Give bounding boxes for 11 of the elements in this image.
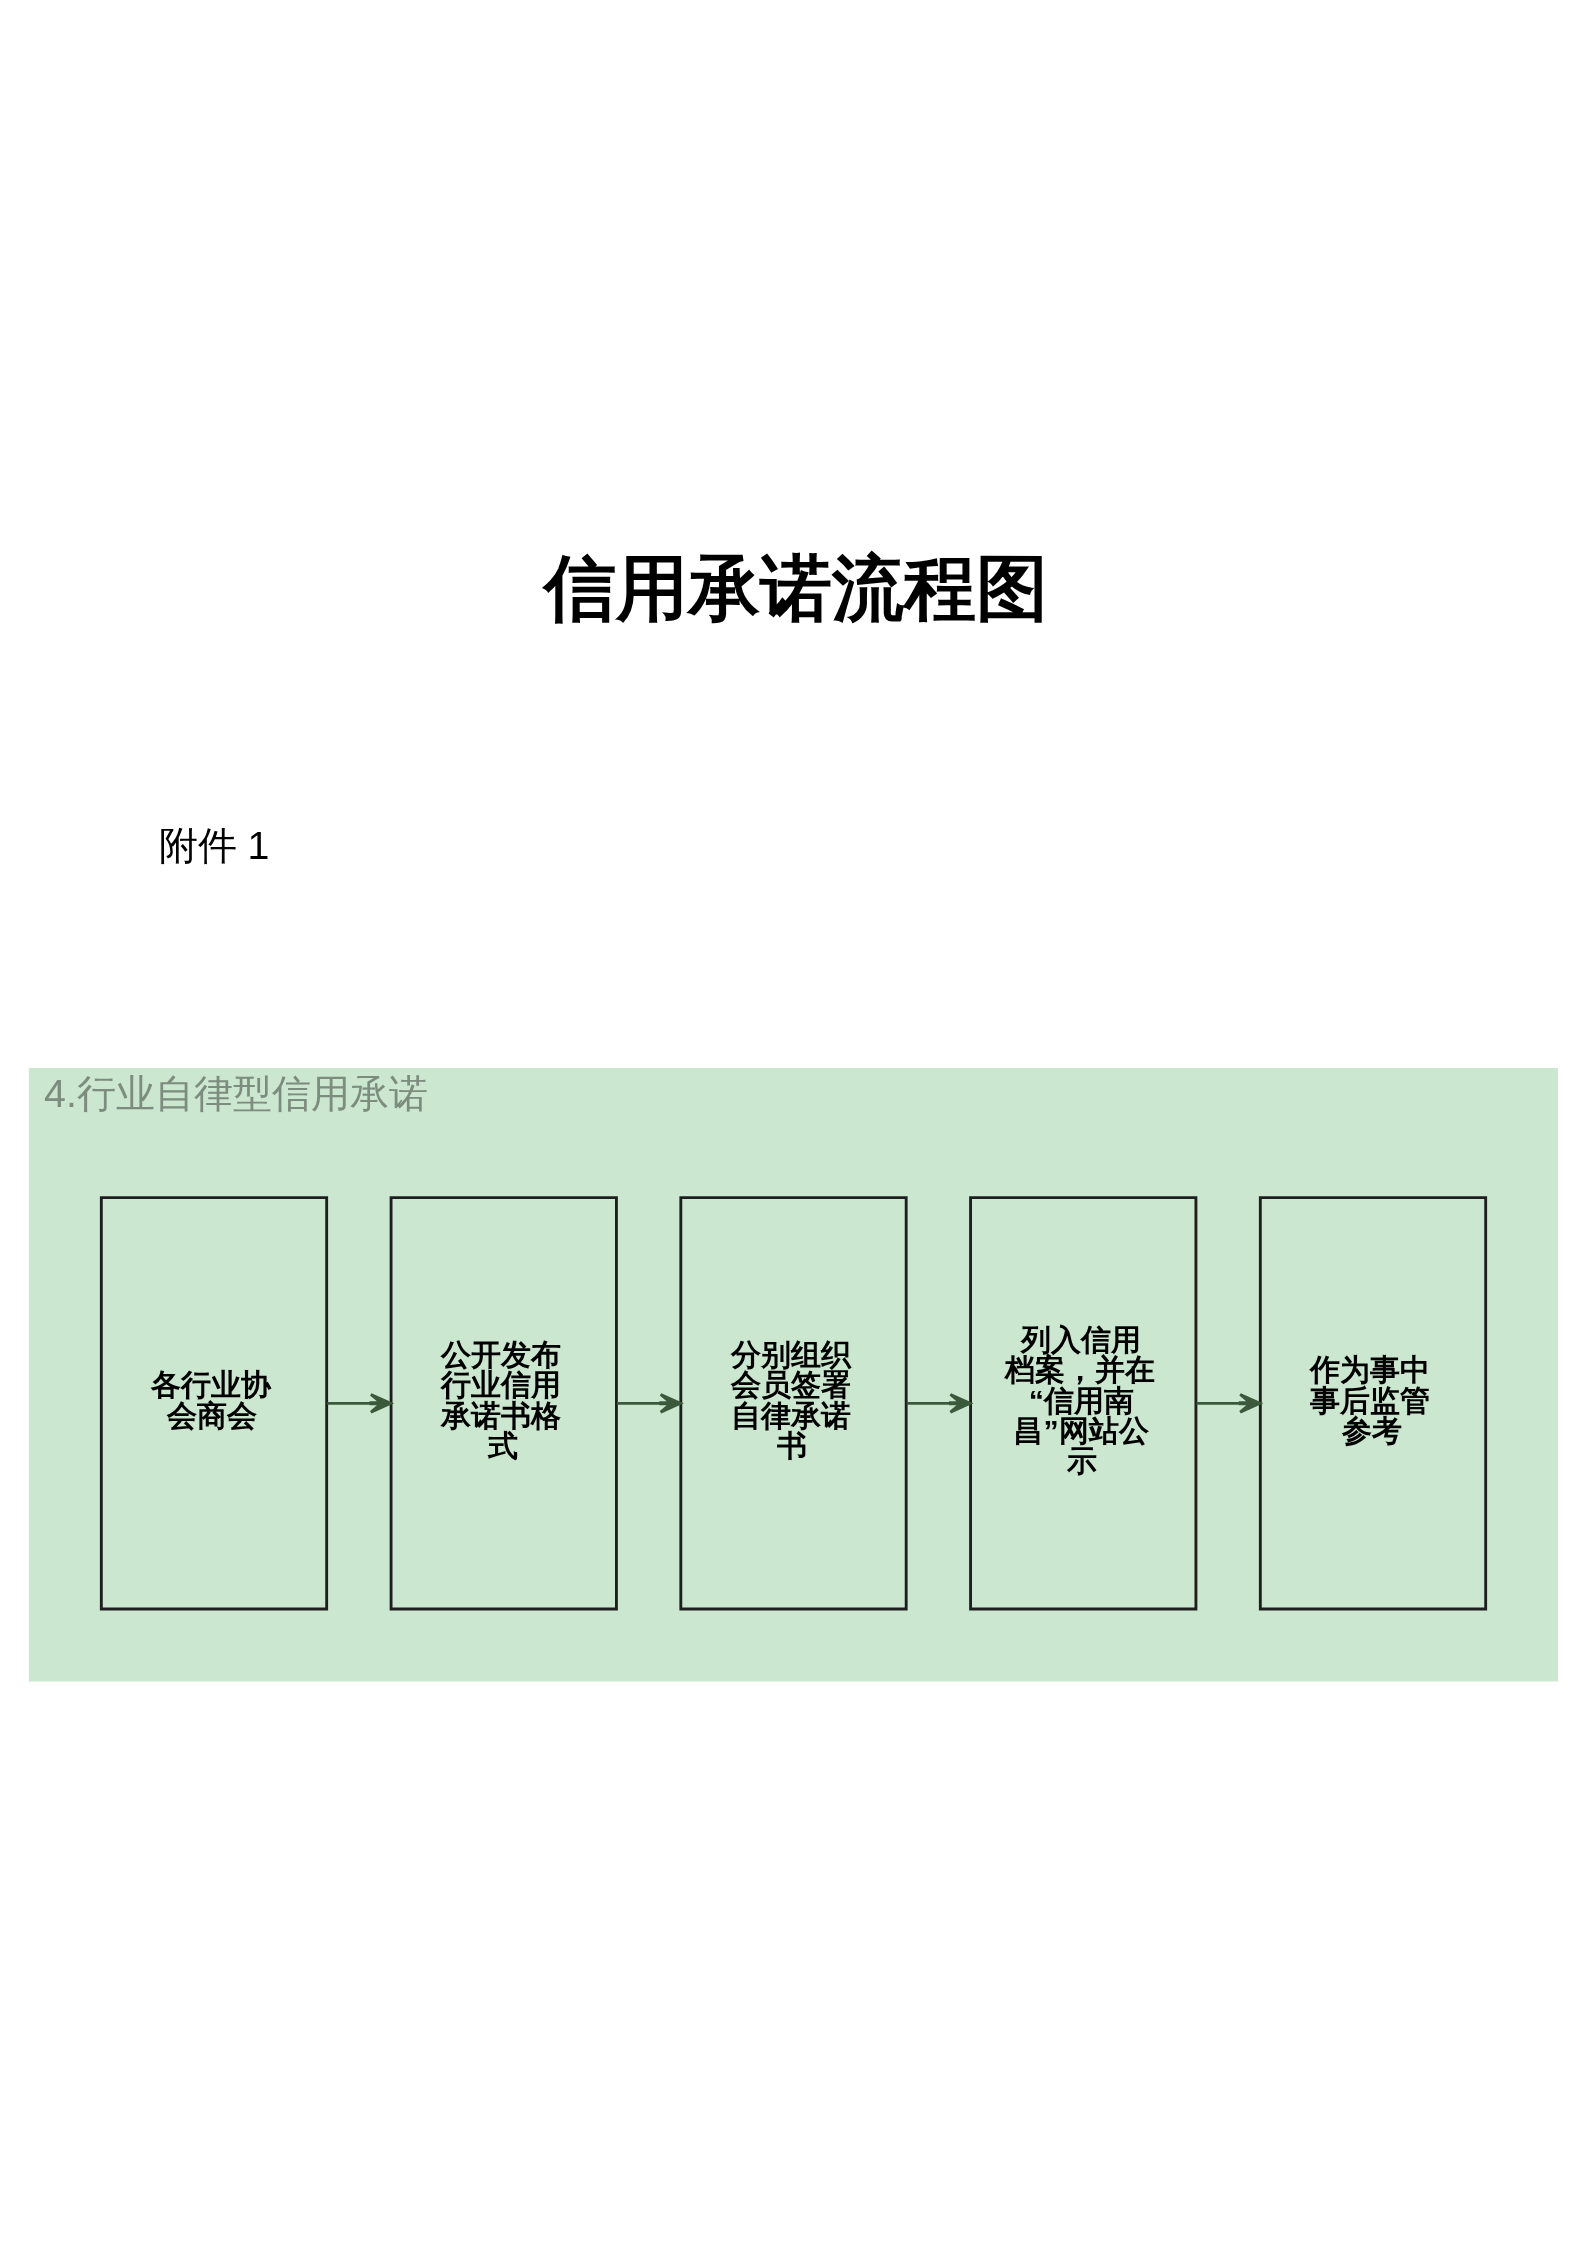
node-box: 公开发布行业信用承诺书格式 — [389, 1196, 618, 1611]
diagram-title: 信用承诺流程图 — [543, 547, 1048, 628]
node-box: 作为事中事后监管参考 — [1258, 1196, 1488, 1611]
node-box: 列入信用档案，并在“信用南昌”网站公示 — [969, 1196, 1198, 1611]
arrow — [327, 1393, 393, 1414]
arrow — [616, 1393, 682, 1414]
arrow — [906, 1393, 972, 1414]
node-box: 分别组织会员签署自律承诺书 — [679, 1196, 908, 1611]
arrow — [1196, 1393, 1262, 1414]
node-box: 各行业协会商会 — [99, 1196, 329, 1611]
label: 附件 1 — [158, 822, 270, 867]
